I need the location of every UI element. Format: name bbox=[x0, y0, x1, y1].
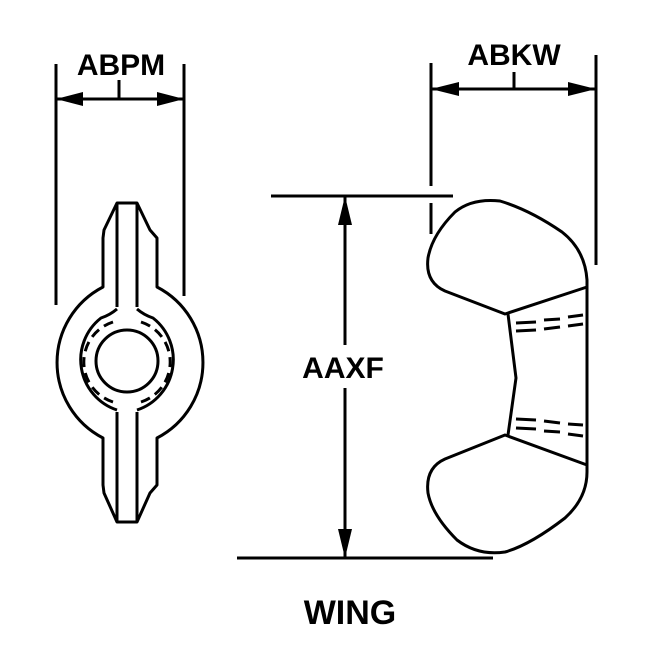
thread-line bbox=[515, 417, 537, 422]
hub-ring-left bbox=[79, 307, 118, 412]
aaxf-dimension: AAXF bbox=[237, 194, 493, 560]
thread-ring-left bbox=[82, 320, 114, 404]
thread-line bbox=[515, 328, 537, 333]
thread-line bbox=[515, 426, 537, 431]
thread-hidden-lines bbox=[515, 313, 584, 438]
hub-inner-edge bbox=[506, 313, 518, 436]
thread-line bbox=[567, 432, 584, 438]
aaxf-arrow-top bbox=[338, 196, 352, 225]
front-profile bbox=[426, 199, 589, 555]
lower-wing bbox=[426, 433, 589, 555]
thread-line bbox=[543, 419, 561, 425]
abpm-label: ABPM bbox=[77, 49, 165, 82]
thread-line bbox=[515, 320, 537, 325]
thread-line bbox=[543, 429, 561, 434]
side-profile bbox=[55, 201, 205, 524]
abkw-dimension: ABKW bbox=[429, 39, 598, 265]
bore-hole bbox=[94, 328, 160, 394]
thread-line bbox=[567, 313, 584, 319]
aaxf-label: AAXF bbox=[302, 352, 384, 385]
upper-wing bbox=[426, 199, 589, 316]
abpm-arrow-left bbox=[56, 92, 83, 106]
thread-ring-right bbox=[140, 320, 172, 404]
abkw-label: ABKW bbox=[467, 39, 561, 72]
side-outer-outline bbox=[55, 201, 205, 524]
diagram-title: WING bbox=[304, 594, 397, 632]
thread-line bbox=[543, 325, 561, 331]
abpm-dimension: ABPM bbox=[54, 49, 186, 305]
aaxf-arrow-bottom bbox=[338, 529, 352, 558]
thread-line bbox=[567, 322, 584, 328]
thread-line bbox=[567, 422, 584, 427]
side-view: ABPM bbox=[54, 49, 205, 524]
hub-ring-right bbox=[136, 307, 175, 412]
abkw-arrow-right bbox=[568, 82, 596, 96]
front-view: ABKW AAXF bbox=[237, 39, 598, 560]
thread-line bbox=[543, 317, 561, 322]
abkw-arrow-left bbox=[431, 82, 459, 96]
abpm-arrow-right bbox=[157, 92, 184, 106]
